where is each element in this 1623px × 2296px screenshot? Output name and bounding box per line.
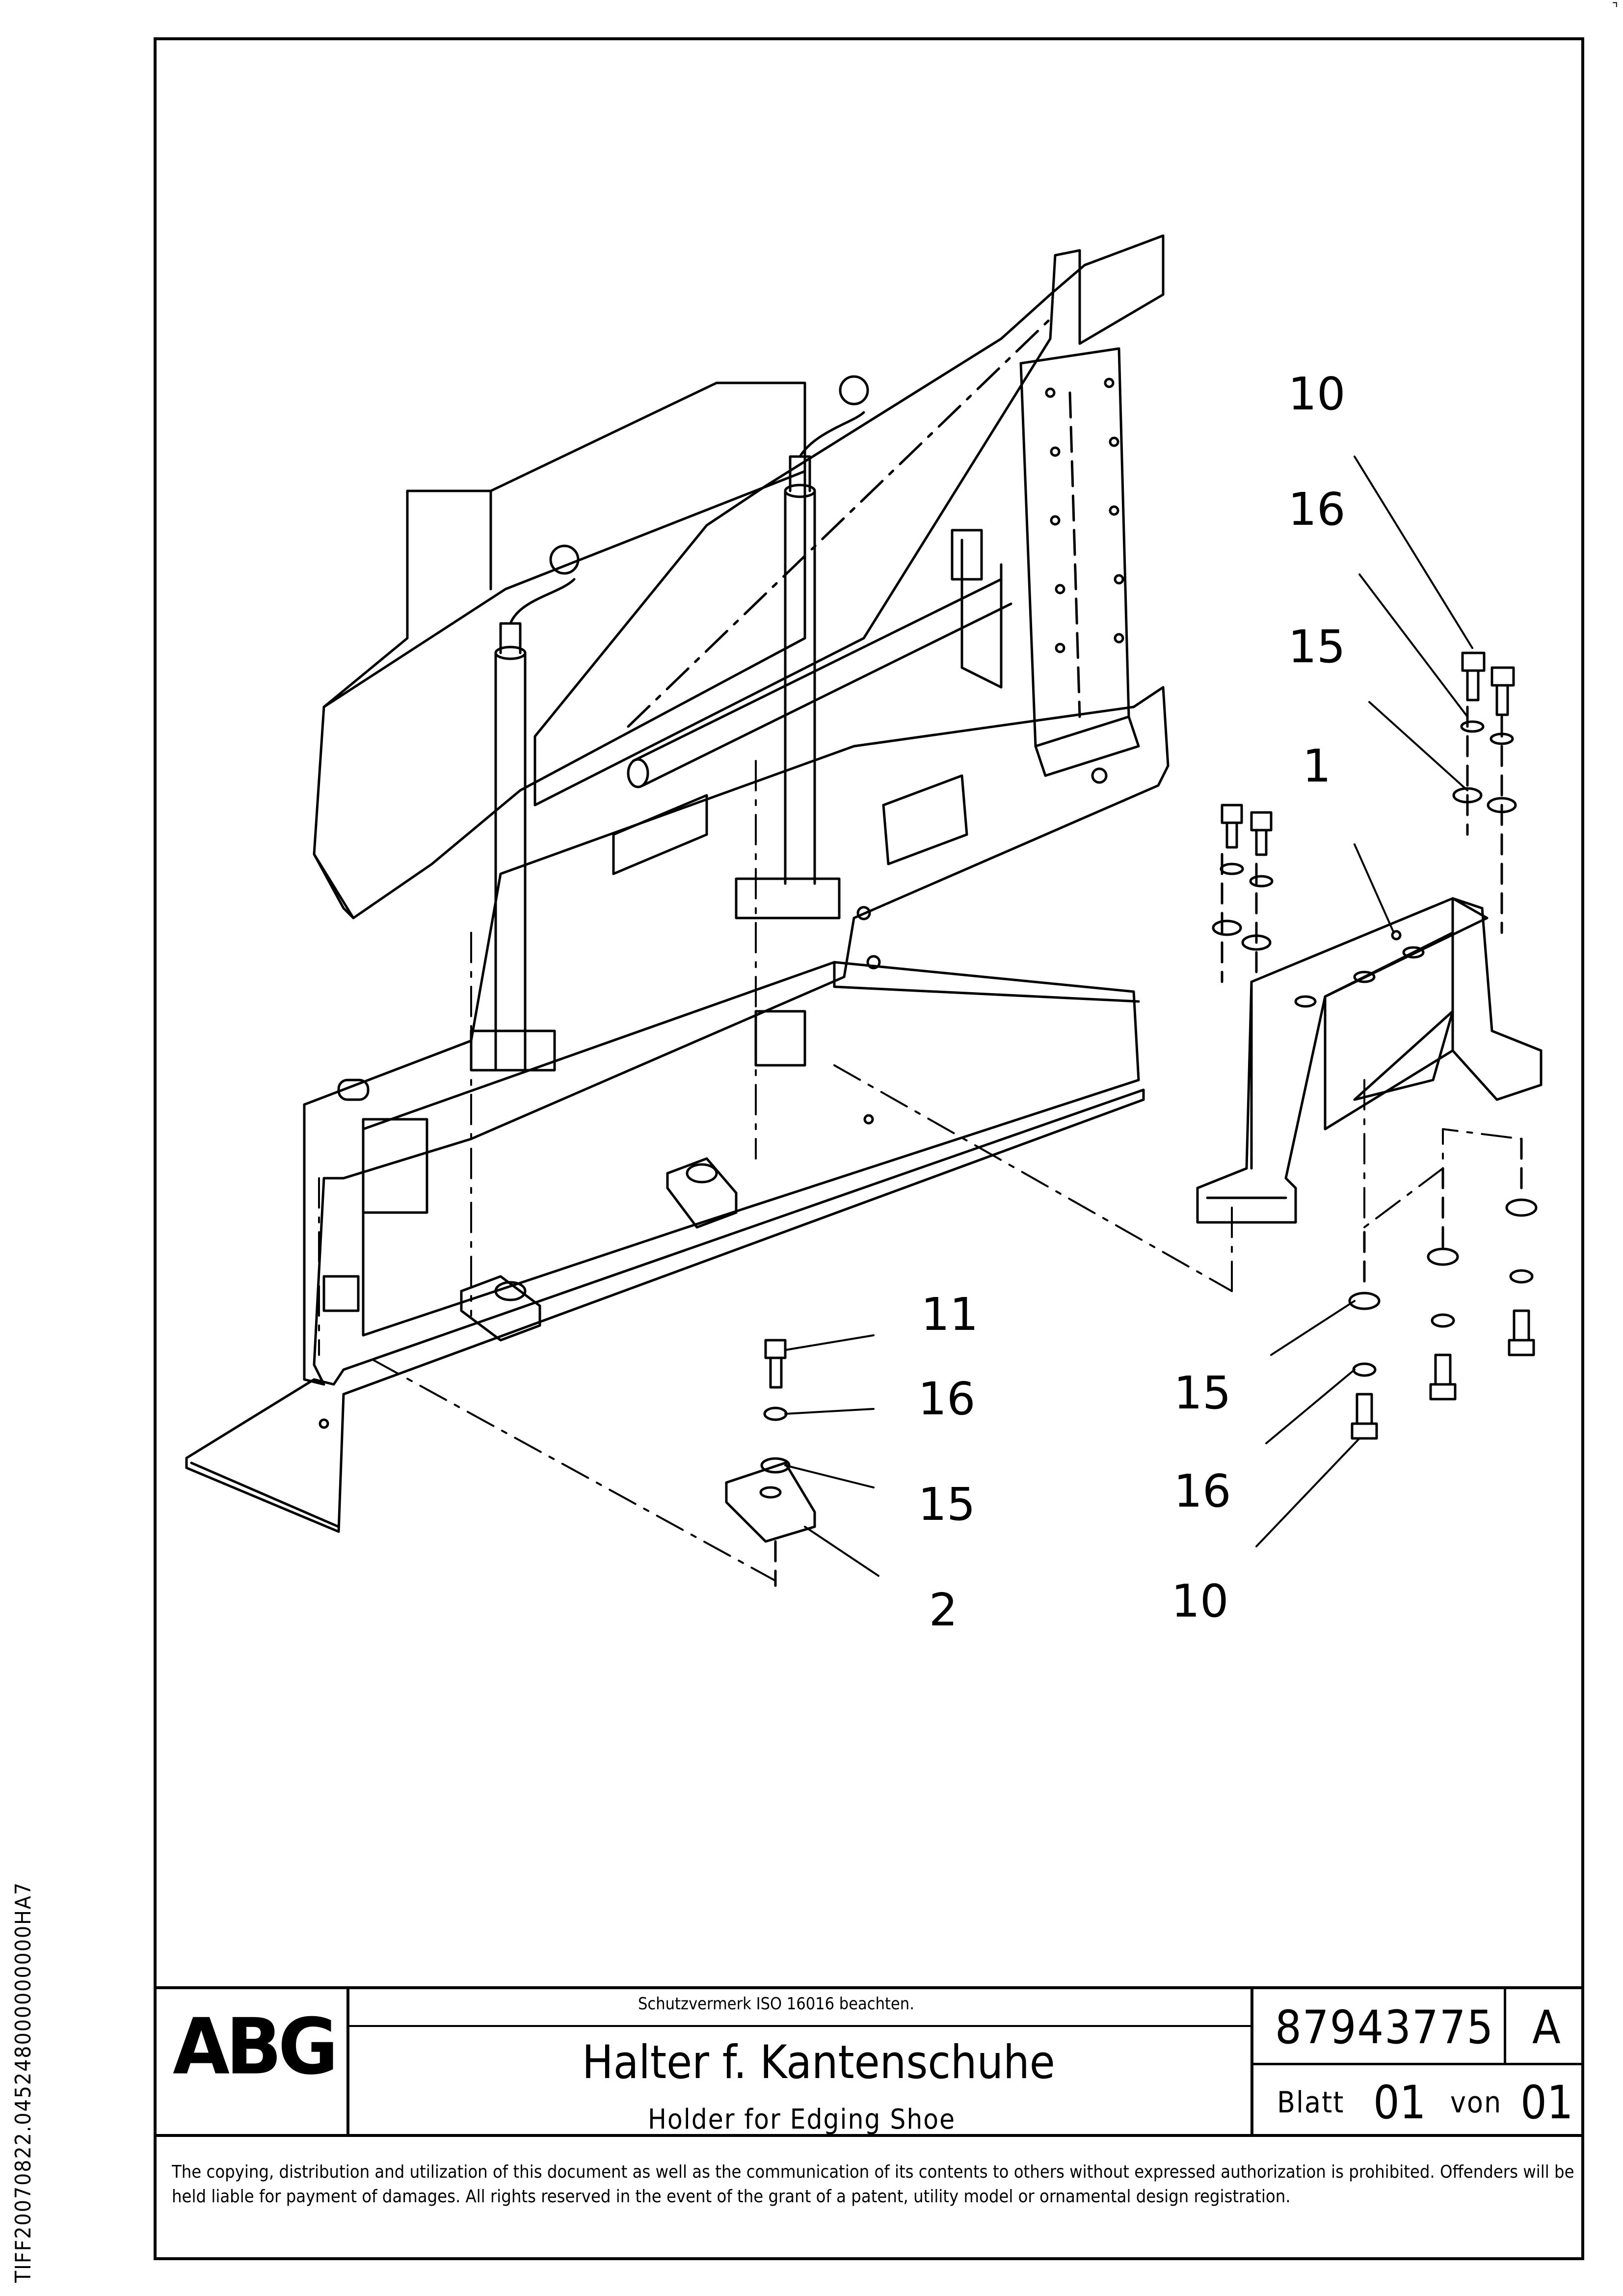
mounting-rail [533, 234, 1165, 807]
callout-lower-left-11: 11 [921, 1288, 979, 1341]
center-lines [318, 760, 1522, 1582]
vertical-plate [1019, 347, 1140, 777]
logo-divider [346, 1986, 349, 2135]
callout-lower-right-15: 15 [1173, 1367, 1231, 1419]
title-divider [1251, 1986, 1253, 2135]
beam [313, 381, 806, 919]
edging-shoe-blade [185, 1088, 1145, 1533]
title-block-bottom-rule [154, 2134, 1584, 2137]
lower-beam [322, 961, 1140, 1337]
crossbar [627, 529, 1012, 788]
callout-lower-right-16: 16 [1173, 1465, 1231, 1517]
clamp-blocks [460, 1010, 806, 1342]
title-english: Holder for Edging Shoe [648, 2104, 956, 2135]
title-block-top-rule [154, 1986, 1584, 1989]
holder-bracket [1196, 897, 1543, 1224]
callout-lower-left-15: 15 [918, 1478, 976, 1531]
fasteners-lower-left [725, 1339, 816, 1587]
callout-lower-right-10: 10 [1171, 1575, 1229, 1627]
notice-rule [346, 2025, 1252, 2027]
of-label: von [1450, 2085, 1502, 2120]
drawing-number: 87943775 [1275, 2001, 1494, 2054]
abg-logo: ABG [173, 2002, 339, 2092]
post-right [735, 375, 869, 919]
sheet-number: 01 [1373, 2076, 1426, 2130]
corner-mark: ⌝ [1612, 0, 1618, 17]
fasteners-lower [1348, 1137, 1538, 1440]
sheet-label: Blatt [1277, 2085, 1345, 2120]
post-left [470, 544, 580, 1072]
callout-upper-16: 16 [1288, 483, 1346, 536]
callout-upper-10: 10 [1288, 368, 1346, 420]
total-sheets: 01 [1520, 2076, 1573, 2130]
title-german: Halter f. Kantenschuhe [582, 2036, 1055, 2089]
main-frame [303, 686, 1170, 1386]
copyright-notice: The copying, distribution and utilizatio… [172, 2162, 1574, 2207]
drawing-frame [154, 37, 1584, 2260]
side-document-code: TIFF20070822.045248000000000HA7 [11, 1881, 36, 2283]
callout-upper-15: 15 [1288, 621, 1346, 673]
fasteners-upper [1212, 651, 1517, 983]
callout-upper-1: 1 [1302, 740, 1331, 792]
callout-lower-left-2: 2 [929, 1584, 958, 1636]
revision-letter: A [1532, 2001, 1561, 2054]
protection-notice: Schutzvermerk ISO 16016 beachten. [638, 1994, 914, 2014]
callout-lower-left-16: 16 [918, 1373, 976, 1425]
number-rule [1251, 2063, 1584, 2065]
revision-divider [1504, 1986, 1506, 2064]
leader-lines [784, 456, 1473, 1577]
